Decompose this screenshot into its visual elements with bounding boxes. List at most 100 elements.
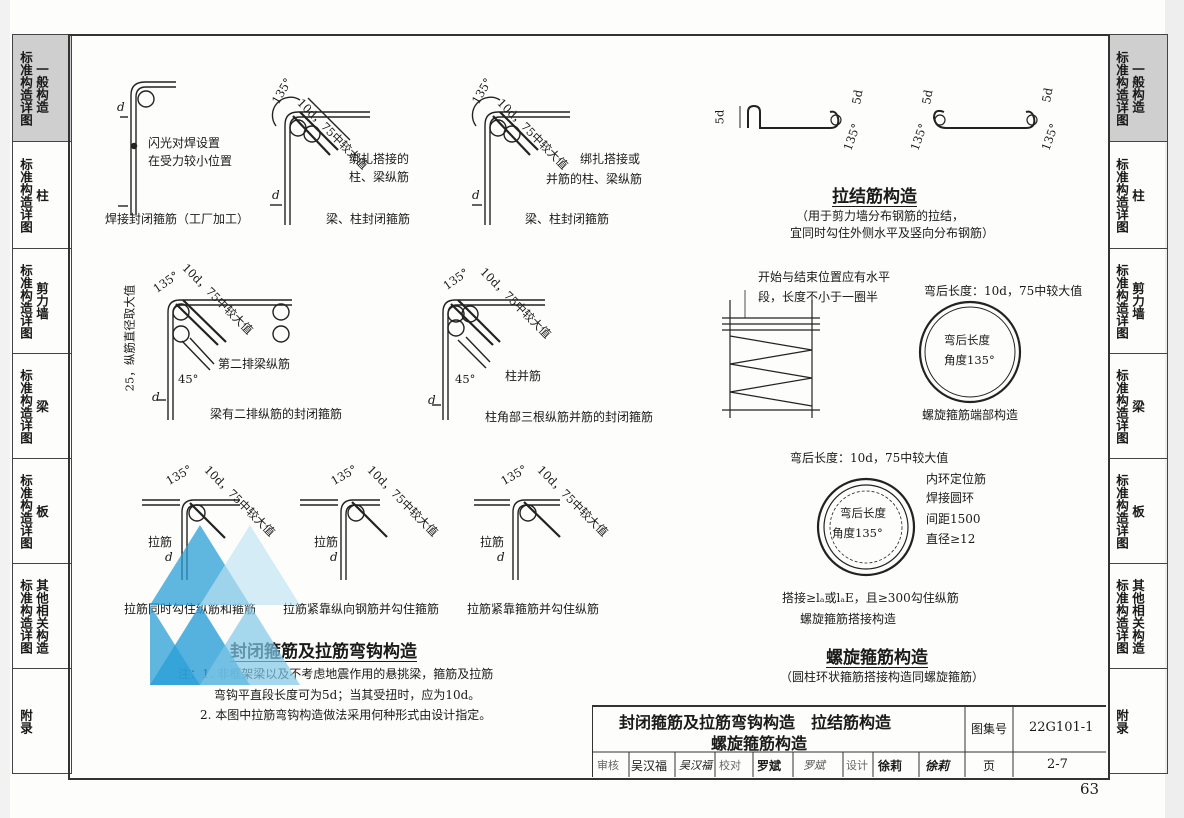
sidebar-tab-appendix[interactable]: 附录 — [1109, 669, 1167, 773]
title-block: 封闭箍筋及拉筋弯钩构造 拉结筋构造 螺旋箍筋构造 图集号 22G101-1 审核… — [592, 705, 1106, 777]
title-block-grid — [593, 707, 1106, 777]
sidebar-tab-beam[interactable]: 标准构造详图梁 — [1109, 354, 1167, 459]
angle-label: 45° — [178, 372, 199, 386]
atlas-label: 图集号 — [971, 722, 1008, 736]
tab-label: 标准构造详图 — [18, 50, 33, 126]
tab-sublabel: 梁 — [1130, 399, 1145, 413]
sidebar-tab-other[interactable]: 标准构造详图其他相关构造 — [13, 564, 71, 669]
note-line-3: 2. 本图中拉筋弯钩构造做法采用何种形式由设计指定。 — [200, 708, 492, 722]
tied2-note-2: 并筋的柱、梁纵筋 — [546, 172, 643, 186]
tied1-note-2: 柱、梁纵筋 — [349, 170, 410, 184]
tie-label: 拉筋 — [480, 535, 505, 549]
sidebar-tab-appendix[interactable]: 附录 — [13, 669, 71, 773]
reviewer-signature: 吴汉福 — [679, 759, 712, 772]
sidebar-tab-other[interactable]: 标准构造详图其他相关构造 — [1109, 564, 1167, 669]
sidebar-tab-beam[interactable]: 标准构造详图梁 — [13, 354, 71, 459]
spiral-lap-circle — [816, 477, 916, 577]
dim-d: d — [330, 550, 338, 564]
sidebar-tab-slab[interactable]: 标准构造详图板 — [1109, 459, 1167, 564]
spiral-end-length: 弯后长度：10d，75中较大值 — [924, 284, 1083, 298]
side-dimension-label: 25，纵筋直径取大值 — [122, 284, 137, 392]
dim-d: d — [152, 390, 160, 404]
spiral-end-caption: 螺旋箍筋端部构造 — [922, 408, 1019, 422]
tied1-note-1: 绑扎搭接的 — [349, 152, 410, 166]
page-label: 页 — [983, 759, 996, 773]
tab-sublabel: 板 — [34, 504, 49, 518]
dim-d: d — [272, 188, 280, 202]
tab-label: 标准构造详图 — [1114, 50, 1129, 126]
tab-label: 标准构造详图 — [1114, 157, 1129, 233]
page-edge — [1165, 0, 1184, 818]
dim-5d: 5d — [712, 109, 727, 125]
designer-name: 徐莉 — [878, 759, 903, 773]
tab-sublabel: 梁 — [34, 399, 49, 413]
tab-label: 标准构造详图 — [18, 263, 33, 339]
designer-signature: 徐莉 — [925, 759, 950, 773]
spiral-lap-inner-1: 弯后长度 — [840, 506, 886, 520]
tie-hook-1-drawing — [142, 499, 240, 580]
spiral-subtitle: （圆柱环状箍筋搭接构造同螺旋箍筋） — [780, 670, 985, 684]
spiral-end-circle — [918, 300, 1022, 404]
two-rows-caption: 梁有二排纵筋的封闭箍筋 — [210, 407, 343, 421]
tie-bars-subtitle-2: 宜同时勾住外侧水平及竖向分布钢筋） — [790, 226, 995, 240]
tab-label: 附录 — [1114, 708, 1129, 734]
tie-bars-subtitle-1: （用于剪力墙分布钢筋的拉结， — [796, 209, 965, 223]
sidebar-tab-column[interactable]: 标准构造详图柱 — [13, 142, 71, 249]
checker-name: 罗斌 — [757, 759, 782, 773]
two-row-hoop-drawing — [157, 299, 292, 420]
tab-label: 标准构造详图 — [1114, 263, 1129, 339]
check-label: 校对 — [719, 759, 741, 772]
sheet-page-number: 2-7 — [1047, 757, 1068, 772]
tie-bars-title: 拉结筋构造 — [832, 187, 917, 207]
spiral-title: 螺旋箍筋构造 — [826, 648, 928, 668]
spiral-lap-length: 弯后长度：10d，75中较大值 — [790, 451, 949, 465]
welded-note-1: 闪光对焊设置 — [148, 136, 221, 150]
atlas-number: 22G101-1 — [1029, 720, 1094, 735]
tied-hoop-2-drawing — [471, 96, 570, 225]
tied1-caption: 梁、柱封闭箍筋 — [326, 212, 411, 226]
welded-hoop-drawing — [118, 81, 176, 215]
tab-label: 标准构造详图 — [1114, 578, 1129, 654]
sidebar-tab-shearwall[interactable]: 标准构造详图剪力墙 — [13, 249, 71, 354]
tie3-caption: 拉筋紧靠箍筋并勾住纵筋 — [467, 602, 600, 616]
sheet-title-line-2: 螺旋箍筋构造 — [711, 734, 808, 753]
tab-sublabel: 一般构造 — [1130, 63, 1145, 113]
sidebar-tab-shearwall[interactable]: 标准构造详图剪力墙 — [1109, 249, 1167, 354]
dim-d: d — [428, 393, 436, 407]
dim-d: d — [497, 550, 505, 564]
note-line-2: 弯钩平直段长度可为5d；当其受扭时，应为10d。 — [214, 688, 481, 702]
ring-note-1: 内环定位筋 — [926, 472, 987, 486]
tab-sublabel: 剪力墙 — [34, 282, 49, 320]
dim-5d: 5d — [919, 88, 936, 106]
welded-note-2: 在受力较小位置 — [148, 154, 233, 168]
right-sidebar: 标准构造详图一般构造 标准构造详图柱 标准构造详图剪力墙 标准构造详图梁 标准构… — [1108, 34, 1168, 774]
corner3-note: 柱并筋 — [505, 369, 542, 383]
watermark-logo — [150, 525, 300, 685]
dim-5d: 5d — [849, 88, 866, 106]
ring-note-2: 焊接圆环 — [926, 491, 975, 505]
sidebar-tab-general[interactable]: 标准构造详图一般构造 — [1109, 35, 1167, 142]
reviewer-name: 吴汉福 — [631, 759, 668, 773]
tied2-caption: 梁、柱封闭箍筋 — [525, 212, 610, 226]
tab-sublabel: 柱 — [34, 188, 49, 202]
tie-label: 拉筋 — [314, 535, 339, 549]
spiral-inner-label-1: 弯后长度 — [944, 333, 990, 347]
tied2-note-1: 绑扎搭接或 — [580, 152, 641, 166]
spiral-column-drawing — [722, 290, 820, 418]
spiral-lap-note: 搭接≥lₐ或lₐE，且≥300勾住纵筋 — [782, 591, 959, 605]
sidebar-tab-column[interactable]: 标准构造详图柱 — [1109, 142, 1167, 249]
ring-note-4: 直径≥12 — [926, 532, 976, 546]
design-label: 设计 — [846, 759, 868, 772]
sidebar-tab-general[interactable]: 标准构造详图一般构造 — [13, 35, 71, 142]
spiral-lap-caption: 螺旋箍筋搭接构造 — [800, 612, 897, 626]
sidebar-tab-slab[interactable]: 标准构造详图板 — [13, 459, 71, 564]
tie-bar-shape-2 — [932, 109, 1038, 129]
tab-sublabel: 剪力墙 — [1130, 282, 1145, 320]
tab-label: 附录 — [18, 708, 33, 734]
tab-label: 标准构造详图 — [18, 578, 33, 654]
left-sidebar: 标准构造详图一般构造 标准构造详图柱 标准构造详图剪力墙 标准构造详图梁 标准构… — [12, 34, 72, 774]
tab-label: 标准构造详图 — [18, 473, 33, 549]
tied-hoop-1-drawing — [270, 96, 370, 225]
tab-sublabel: 其他相关构造 — [34, 578, 49, 654]
